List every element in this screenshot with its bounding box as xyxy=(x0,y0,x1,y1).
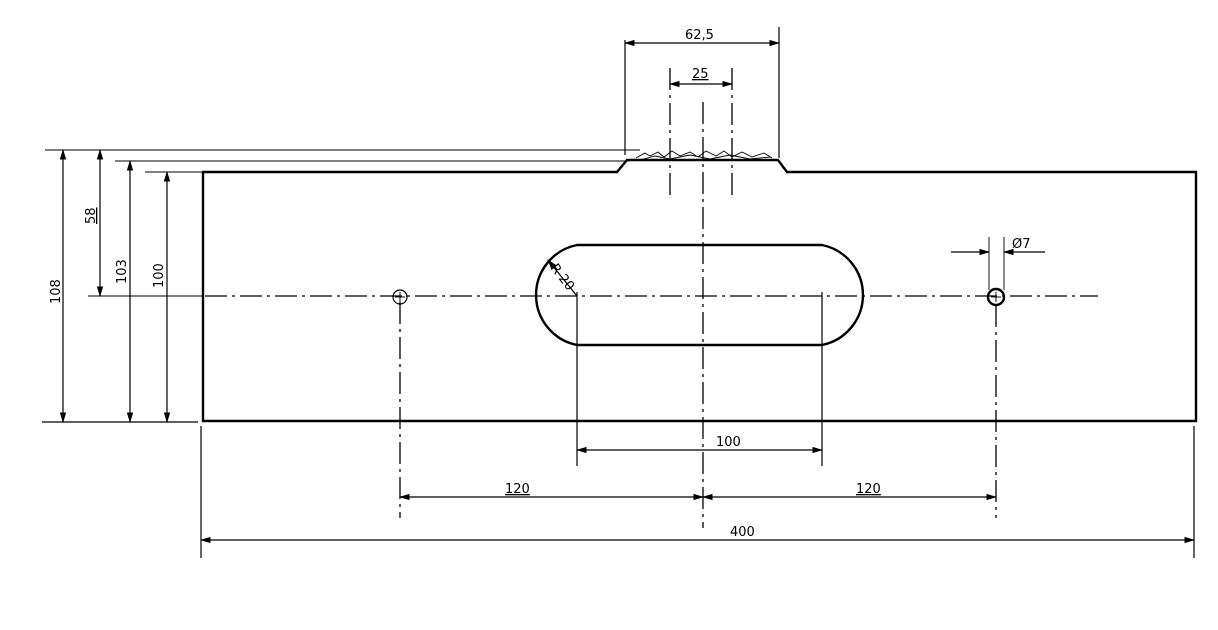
total-width-label: 400 xyxy=(730,525,755,540)
dim-total-width: 400 xyxy=(199,426,1196,558)
boss-inner-label: 25 xyxy=(692,67,709,82)
slot-radius-label: R 20 xyxy=(547,261,577,294)
height-100-label: 100 xyxy=(152,263,167,288)
boss-width-label: 62,5 xyxy=(685,28,714,43)
hole-left xyxy=(392,289,408,518)
vertical-centerline xyxy=(669,68,733,528)
height-103-label: 103 xyxy=(115,259,130,284)
base-lines xyxy=(42,149,640,423)
dim-boss-width: 62,5 xyxy=(623,27,781,158)
slot-length-label: 100 xyxy=(716,435,741,450)
dim-heights: 108 58 103 100 xyxy=(49,148,171,424)
plate-outline xyxy=(201,150,1198,423)
dim-hole-offsets: 120 120 xyxy=(398,482,998,501)
overall-height-label: 108 xyxy=(49,279,64,304)
hole-diameter-label: Ø7 xyxy=(1012,237,1031,252)
dim-boss-inner: 25 xyxy=(668,67,734,88)
hole-left-offset-label: 120 xyxy=(505,482,530,497)
slot: R 20 xyxy=(534,243,865,466)
center-height-label: 58 xyxy=(84,207,99,224)
hole-right-offset-label: 120 xyxy=(856,482,881,497)
hole-right: Ø7 xyxy=(951,237,1045,518)
dim-slot-length: 100 xyxy=(575,435,824,454)
